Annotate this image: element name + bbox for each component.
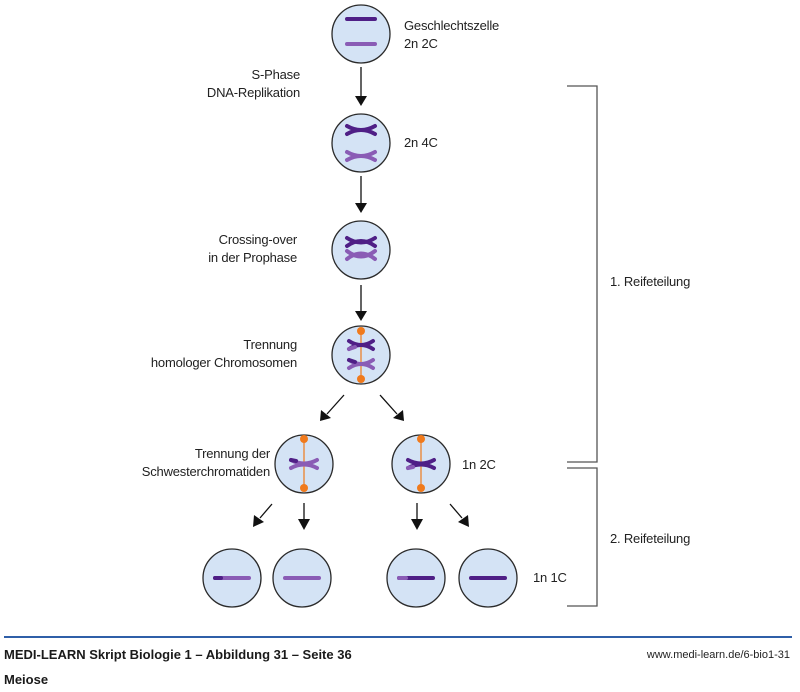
chromosome-x-light (345, 249, 377, 261)
arrow-diagonal-left (326, 394, 345, 415)
label-dna-replication: DNA-Replikation (206, 85, 300, 100)
centrosome (357, 327, 365, 335)
footer-divider (4, 636, 792, 638)
arrow-head (355, 311, 367, 321)
bracket-first-division (567, 85, 598, 463)
label-crossing-over: Crossing-over (218, 232, 298, 247)
centrosome (300, 435, 308, 443)
meiosis-diagram (202, 4, 598, 608)
arrow-head (393, 410, 404, 421)
label-trennung-der: Trennung der (194, 446, 270, 461)
label-cell2-ploidy: 2n 4C (404, 135, 438, 150)
cell-second-division-right (391, 434, 451, 494)
footer-title: MEDI-LEARN Skript Biologie 1 – Abbildung… (4, 647, 352, 662)
arrow-head (458, 515, 469, 527)
label-first-meiotic-division: 1. Reifeteilung (610, 274, 691, 289)
gamete-cell (272, 548, 332, 608)
chromosome-x-dark (345, 124, 377, 136)
centrosome (300, 484, 308, 492)
label-trennung: Trennung (243, 337, 297, 352)
arrow-diagonal-right (449, 503, 463, 519)
centrosome (417, 484, 425, 492)
label-cell6-ploidy: 1n 1C (533, 570, 567, 585)
cell-crossing-over (331, 220, 391, 280)
arrow-diagonal-left (259, 503, 273, 519)
cell-second-division-left (274, 434, 334, 494)
gamete-cell (202, 548, 262, 608)
gamete-cell (458, 548, 518, 608)
cell-replicated (331, 113, 391, 173)
arrow-diagonal-right (379, 394, 398, 415)
cell-germ (331, 4, 391, 64)
chromosome-x-dark (345, 236, 377, 248)
arrow-head (411, 519, 423, 530)
arrow-head (298, 519, 310, 530)
label-cell1-name: Geschlechtszelle (404, 18, 500, 33)
chromosome-x-light (345, 150, 377, 162)
gamete-cell (386, 548, 446, 608)
arrow-head (320, 410, 331, 421)
label-prophase: in der Prophase (208, 250, 297, 265)
bracket-second-division (567, 467, 598, 607)
footer-url[interactable]: www.medi-learn.de/6-bio1-31 (646, 649, 790, 661)
arrow-head (355, 203, 367, 213)
centrosome (357, 375, 365, 383)
label-cell5-ploidy: 1n 2C (462, 457, 496, 472)
arrow-head (253, 515, 264, 527)
arrow-head (355, 96, 367, 106)
label-cell1-ploidy: 2n 2C (404, 36, 438, 51)
label-schwesterchromatiden: Schwesterchromatiden (141, 464, 270, 479)
cell-homolog-separation (331, 325, 391, 385)
centrosome (417, 435, 425, 443)
label-second-meiotic-division: 2. Reifeteilung (610, 531, 691, 546)
label-sphase: S-Phase (251, 67, 301, 82)
label-homologe-chromosomen: homologer Chromosomen (150, 355, 297, 370)
footer-subtitle: Meiose (4, 672, 49, 687)
